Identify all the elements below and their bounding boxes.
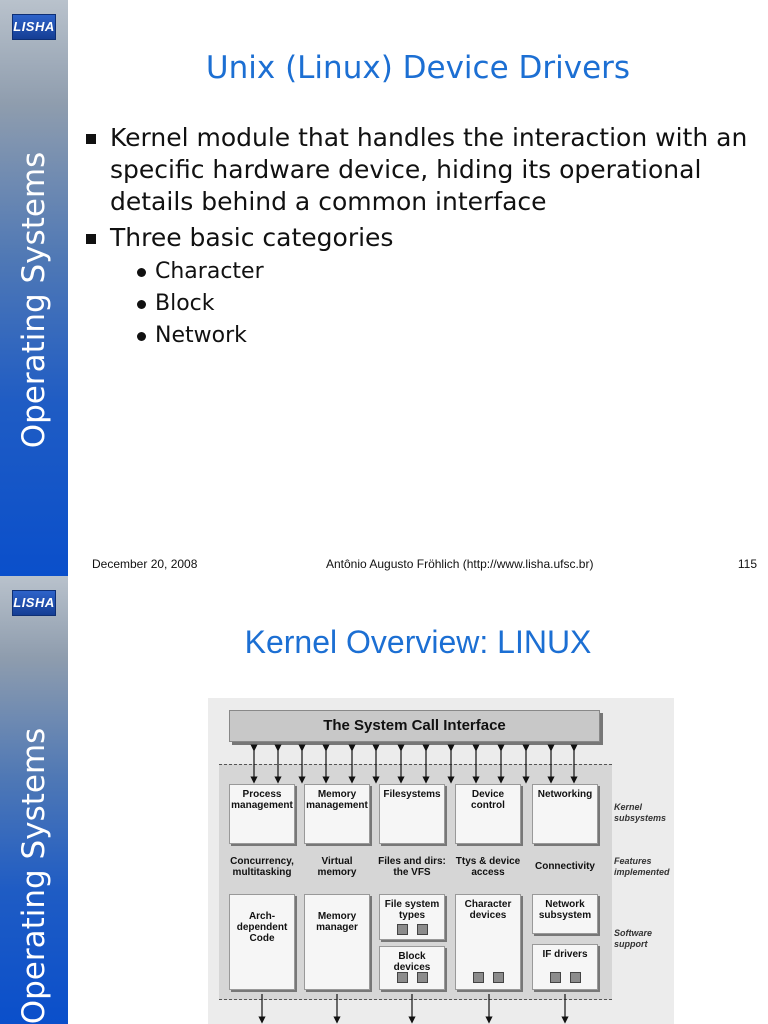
footer-author: Antônio Augusto Fröhlich (http://www.lis…	[326, 557, 594, 571]
character-devices-box: Character devices	[455, 894, 521, 990]
footer-page-number: 115	[737, 557, 757, 571]
sidebar-title: Operating Systems	[16, 727, 52, 1024]
feature-concurrency: Concurrency, multitasking	[230, 856, 294, 878]
device-control-box: Device control	[455, 784, 521, 844]
slide-title: Unix (Linux) Device Drivers	[205, 50, 631, 86]
if-drivers-box: IF drivers	[532, 944, 598, 990]
memory-manager-box: Memory manager	[304, 894, 370, 990]
sub-bullet-item: Character	[135, 256, 764, 288]
block-devices-label: Block devices	[393, 951, 431, 973]
if-drivers-label: IF drivers	[542, 949, 588, 960]
round-bullet-icon	[137, 268, 146, 277]
chip-icon	[570, 972, 581, 983]
sub-bullet-text: Character	[155, 259, 264, 284]
label-features-implemented: Features implemented	[614, 856, 670, 877]
sub-bullet-text: Block	[155, 291, 215, 316]
arch-dependent-code-box: Arch-dependent Code	[229, 894, 295, 990]
bullet-item: Three basic categories Character Block N…	[84, 222, 764, 352]
round-bullet-icon	[137, 332, 146, 341]
sidebar-title: Operating Systems	[16, 151, 52, 449]
feature-connectivity: Connectivity	[534, 861, 595, 872]
chip-icon	[417, 972, 428, 983]
process-management-box: Process management	[229, 784, 295, 844]
bullet-item: Kernel module that handles the interacti…	[84, 122, 764, 218]
chip-icon	[417, 924, 428, 935]
label-kernel-subsystems: Kernel subsystems	[614, 802, 667, 823]
chip-icon	[473, 972, 484, 983]
sidebar: LISHA Operating Systems	[0, 576, 68, 1024]
lisha-logo: LISHA	[12, 590, 56, 616]
slide-115: LISHA Operating Systems Unix (Linux) Dev…	[0, 0, 764, 576]
chip-icon	[397, 924, 408, 935]
arrows-overlay	[250, 744, 578, 1024]
square-bullet-icon	[86, 134, 96, 144]
slide-title: Kernel Overview: LINUX	[244, 624, 592, 660]
chip-icon	[550, 972, 561, 983]
sub-bullet-list: Character Block Network	[110, 256, 764, 352]
kernel-diagram: The System Call Interface Process manage…	[208, 698, 674, 1024]
character-devices-label: Character devices	[464, 899, 512, 921]
chip-icon	[397, 972, 408, 983]
block-devices-box: Block devices	[379, 946, 445, 990]
sub-bullet-item: Network	[135, 320, 764, 352]
label-software-support: Software support	[614, 928, 653, 949]
bullet-text: Three basic categories	[110, 223, 394, 252]
feature-vfs: Files and dirs: the VFS	[378, 856, 446, 878]
network-subsystem-box: Network subsystem	[532, 894, 598, 934]
square-bullet-icon	[86, 234, 96, 244]
feature-virtual-memory: Virtual memory	[317, 856, 357, 878]
networking-box: Networking	[532, 784, 598, 844]
sub-bullet-text: Network	[155, 323, 247, 348]
filesystems-box: Filesystems	[379, 784, 445, 844]
round-bullet-icon	[137, 300, 146, 309]
footer-date: December 20, 2008	[92, 557, 198, 571]
chip-icon	[493, 972, 504, 983]
feature-ttys: Ttys & device access	[455, 856, 521, 878]
lisha-logo: LISHA	[12, 14, 56, 40]
sub-bullet-item: Block	[135, 288, 764, 320]
bullet-list: Kernel module that handles the interacti…	[84, 122, 764, 356]
system-call-interface-box: The System Call Interface	[229, 710, 600, 742]
sidebar: LISHA Operating Systems	[0, 0, 68, 576]
slide-116: LISHA Operating Systems Kernel Overview:…	[0, 576, 768, 1024]
file-system-types-label: File system types	[384, 899, 440, 921]
memory-management-box: Memory management	[304, 784, 370, 844]
bullet-text: Kernel module that handles the interacti…	[110, 123, 748, 216]
file-system-types-box: File system types	[379, 894, 445, 940]
